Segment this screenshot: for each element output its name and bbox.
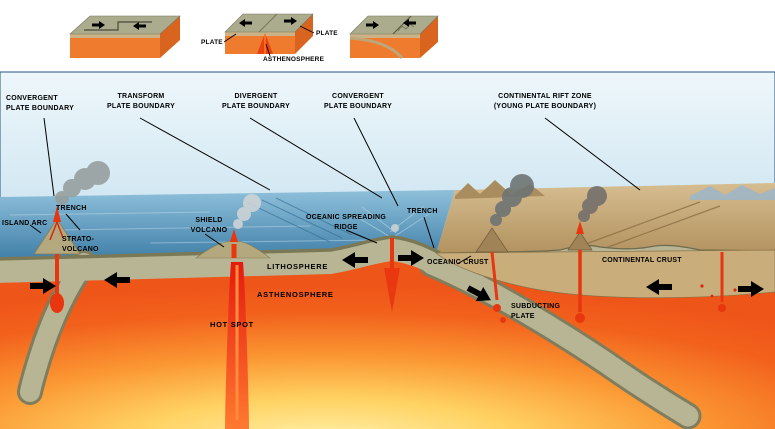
label-convergent-left: CONVERGENT PLATE BOUNDARY	[6, 95, 75, 112]
ocean-surface	[0, 190, 455, 260]
inset2-front-face	[225, 32, 295, 54]
rift-magma-2	[718, 304, 726, 312]
shield-volcano-eruption	[230, 229, 238, 242]
arrow-right-island-arc	[30, 278, 56, 294]
inset3-crust-strip	[350, 34, 420, 38]
leader-island-arc	[29, 224, 42, 234]
rift-escarpments	[574, 201, 721, 251]
label-island-arc: ISLAND ARC	[2, 220, 48, 227]
continental-arc-smoke	[490, 174, 534, 226]
leader-convergent-right	[353, 117, 399, 207]
arrow-left-of-ridge	[342, 252, 368, 268]
label-subducting-plate: SUBDUCTING PLATE	[511, 303, 561, 320]
inset3-trench-line	[392, 15, 412, 35]
inset3-slab-curve	[349, 36, 404, 60]
rift-eruption	[576, 221, 584, 234]
label-shield-volcano: SHIELD VOLCANO	[190, 217, 228, 234]
arrow-left-continent	[646, 279, 672, 295]
inset1-crust-strip	[70, 34, 160, 38]
label-divergent: DIVERGENT PLATE BOUNDARY	[221, 93, 291, 110]
inset3-mountains	[397, 23, 415, 32]
leader-transform	[139, 117, 271, 191]
arrow-left-ocean-plate	[104, 272, 130, 288]
leader-divergent	[249, 117, 383, 199]
inset1-arrow-right	[92, 21, 105, 29]
inset2-crust-strip	[225, 32, 295, 36]
rift-smoke	[578, 186, 607, 222]
melt-blob-1	[493, 304, 501, 312]
wave-lines	[9, 211, 381, 244]
ridge-steam	[391, 224, 399, 232]
leader-trench-right	[423, 216, 435, 249]
inset2-leader-plate-right	[299, 25, 315, 34]
label-lithosphere: LITHOSPHERE	[267, 262, 329, 271]
continental-crust-layer	[435, 249, 775, 299]
lava-flows	[49, 221, 64, 241]
inset-convergent-block	[349, 15, 439, 60]
label-convergent-right: CONVERGENT PLATE BOUNDARY	[323, 93, 393, 110]
island-arc-eruption	[53, 206, 61, 222]
label-asthenosphere: ASTHENOSPHERE	[257, 290, 334, 299]
transform-fault-traces	[247, 197, 353, 243]
label-continental-crust: CONTINENTAL CRUST	[602, 257, 682, 264]
label-oceanic-crust: OCEANIC CRUST	[427, 259, 489, 266]
distant-range	[690, 185, 775, 200]
inset1-arrow-left	[133, 22, 146, 30]
arrow-subducting	[466, 285, 491, 302]
leader-ridge	[345, 229, 378, 244]
inset3-arrow-left	[403, 19, 416, 27]
arrow-right-of-ridge	[398, 250, 424, 266]
label-trench-right: TRENCH	[407, 208, 438, 215]
arrow-right-edge	[738, 281, 764, 297]
continental-arc-conduit	[490, 251, 499, 301]
inset-divergent-block	[223, 13, 315, 57]
magma-chamber	[50, 293, 64, 313]
inset2-side-face	[295, 14, 313, 54]
leader-lines	[29, 117, 641, 265]
label-inset-plate-left: PLATE	[201, 39, 223, 46]
inset3-side-face	[420, 16, 438, 58]
label-inset-plate-right: PLATE	[316, 30, 338, 37]
label-transform: TRANSFORM PLATE BOUNDARY	[106, 93, 176, 110]
inset2-ridge-line	[258, 13, 278, 33]
ridge-magma-wedge	[384, 268, 400, 312]
label-hot-spot: HOT SPOT	[210, 320, 254, 329]
rift-magma-1	[575, 313, 585, 323]
leader-oceanic-crust	[456, 255, 472, 265]
inset1-front-face	[70, 34, 160, 58]
leader-trench-left	[65, 213, 81, 231]
inset2-leader-asthenosphere	[265, 43, 271, 57]
label-continental-rift: CONTINENTAL RIFT ZONE (YOUNG PLATE BOUND…	[493, 93, 597, 110]
inset2-leader-plate-left	[223, 33, 237, 43]
plate-motion-arrows	[30, 250, 764, 302]
rift-melt-specks	[700, 284, 737, 298]
inset3-arrow-right	[366, 21, 379, 29]
subducting-slab-right	[421, 253, 699, 427]
inset1-side-face	[160, 16, 180, 58]
shield-volcano-steam	[233, 194, 261, 229]
label-trench-left: TRENCH	[56, 205, 87, 212]
label-strato-volcano: STRATO- VOLCANO	[62, 236, 99, 253]
leader-continental-rift	[544, 117, 641, 191]
inset3-top-face	[349, 15, 439, 35]
label-oceanic-spreading-ridge: OCEANIC SPREADING RIDGE	[305, 214, 387, 231]
inset1-fault-line	[84, 21, 152, 31]
inset-transform-block	[69, 15, 181, 58]
oceanic-crust-layer	[0, 235, 441, 261]
ridge-perspective-lines	[351, 205, 433, 239]
island-arc-smoke	[55, 161, 110, 205]
inset2-arrow-right	[284, 17, 297, 25]
label-inset-asthenosphere: ASTHENOSPHERE	[263, 56, 325, 63]
leader-shield-volcano	[204, 233, 225, 248]
inset2-arrow-left	[239, 19, 252, 27]
leader-convergent-left	[43, 117, 55, 197]
melt-blob-2	[500, 317, 506, 323]
subducting-slab-left	[20, 253, 94, 402]
